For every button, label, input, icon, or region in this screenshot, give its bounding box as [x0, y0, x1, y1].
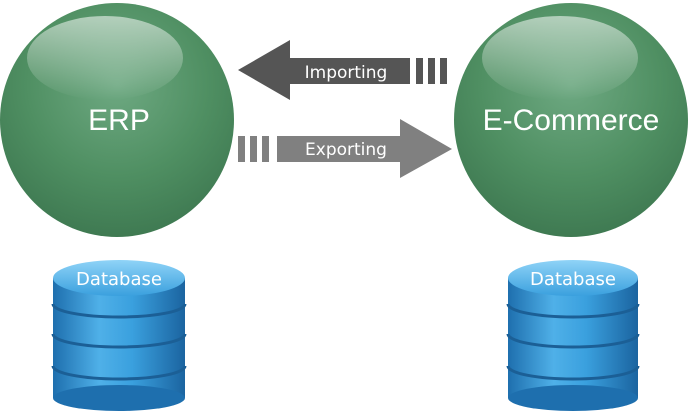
- erp-label: ERP: [88, 104, 150, 137]
- exporting-arrow: Exporting: [238, 119, 452, 178]
- right-database-top: [508, 260, 638, 296]
- right-database-band-1: [506, 303, 640, 319]
- exporting-dash-3: [262, 136, 269, 162]
- erp-sphere-highlight: [27, 16, 183, 100]
- left-database-band-2: [51, 333, 187, 349]
- ecommerce-node: E-Commerce: [454, 3, 688, 237]
- importing-arrow: Importing: [238, 40, 447, 100]
- importing-dash-3: [440, 58, 447, 84]
- exporting-dash-1: [238, 136, 245, 162]
- left-database-label: Database: [76, 269, 162, 290]
- right-database-bottom: [508, 385, 638, 411]
- ecommerce-label: E-Commerce: [483, 104, 660, 137]
- left-database: Database: [51, 260, 187, 411]
- left-database-band-1: [51, 303, 187, 319]
- ecommerce-sphere-highlight: [482, 16, 638, 100]
- importing-arrow-shape: [238, 40, 410, 100]
- importing-dash-2: [428, 58, 435, 84]
- erp-node: ERP: [0, 3, 234, 237]
- exporting-label: Exporting: [305, 140, 387, 160]
- right-database-band-3: [506, 365, 640, 381]
- right-database-label: Database: [530, 269, 616, 290]
- importing-dash-1: [416, 58, 423, 84]
- left-database-band-3: [51, 365, 187, 381]
- left-database-bottom: [53, 385, 185, 411]
- importing-label: Importing: [305, 63, 388, 83]
- right-database-band-2: [506, 333, 640, 349]
- exporting-arrow-shape: [277, 119, 452, 178]
- exporting-dash-2: [250, 136, 257, 162]
- right-database: Database: [506, 260, 640, 411]
- left-database-top: [53, 260, 185, 296]
